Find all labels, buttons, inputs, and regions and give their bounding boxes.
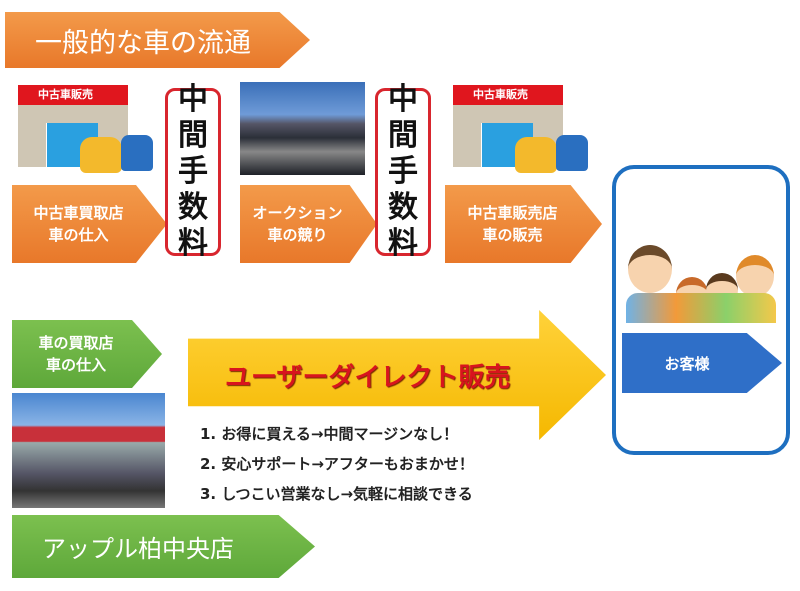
shop-sign: 中古車販売 [453, 85, 563, 105]
step-label: 中古車販売店 [467, 204, 558, 222]
bus-icon [556, 135, 588, 171]
customer-label: お客様 [664, 354, 710, 373]
step-sublabel: 車の仕入 [45, 356, 106, 374]
step-label: オークション [252, 204, 343, 222]
step-direct-buy: 車の買取店車の仕入 [12, 320, 162, 388]
used-car-shop-illustration: 中古車販売 [8, 85, 153, 177]
customer-box: お客様 [612, 165, 790, 455]
benefit-item: 1. お得に買える→中間マージンなし！ [200, 425, 459, 443]
store-name-banner: アップル柏中央店 [12, 515, 315, 578]
store-name: アップル柏中央店 [42, 535, 234, 563]
step-sublabel: 車の競り [267, 226, 328, 244]
step-sublabel: 車の販売 [482, 226, 543, 244]
middle-fee-box-1: 中間手数料 [165, 82, 221, 261]
step-label: 中古車買取店 [33, 204, 124, 222]
step-label: 車の買取店 [38, 334, 114, 352]
bus-icon [121, 135, 153, 171]
customer-arrow: お客様 [622, 333, 782, 393]
step-dealer: 中古車販売店車の販売 [445, 185, 602, 263]
step-buy-shop: 中古車買取店車の仕入 [12, 185, 167, 263]
taxi-icon [80, 137, 122, 173]
direct-sales-headline: ユーザーダイレクト販売 [225, 363, 511, 393]
family-illustration [626, 237, 776, 329]
store-photo [12, 393, 165, 508]
benefit-item: 2. 安心サポート→アフターもおまかせ！ [200, 455, 474, 473]
step-auction: オークション車の競り [240, 185, 377, 263]
title-text: 一般的な車の流通 [35, 27, 251, 59]
used-car-dealer-illustration: 中古車販売 [443, 85, 588, 177]
benefit-item: 3. しつこい営業なし→気軽に相談できる [200, 485, 473, 503]
middle-fee-box-2: 中間手数料 [375, 82, 431, 261]
auction-photo [240, 82, 365, 175]
taxi-icon [515, 137, 557, 173]
step-sublabel: 車の仕入 [48, 226, 109, 244]
shop-sign: 中古車販売 [18, 85, 128, 105]
title-banner: 一般的な車の流通 [5, 12, 310, 68]
